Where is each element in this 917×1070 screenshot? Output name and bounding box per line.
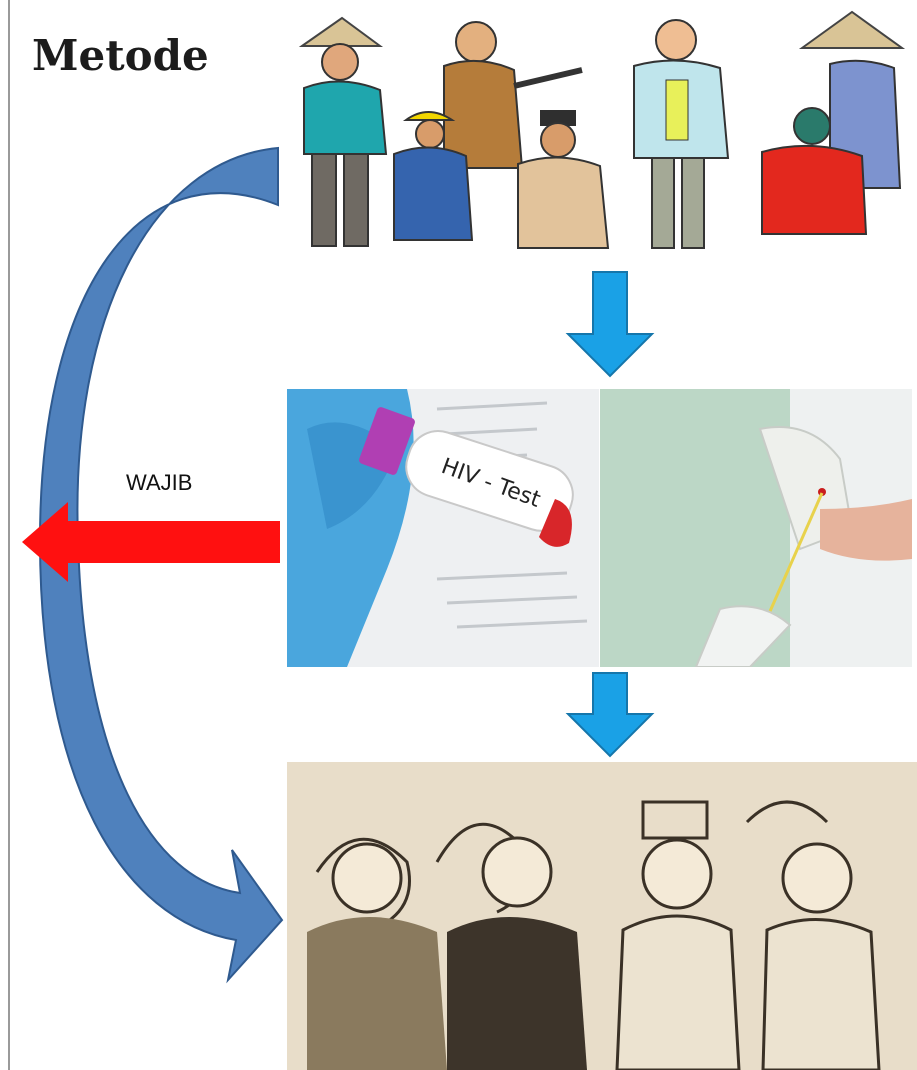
blood-sampling-photo [600, 389, 912, 667]
wedding-illustration [287, 762, 917, 1070]
hiv-test-tube-photo: HIV - Test [287, 389, 599, 667]
slide-title: Metode [32, 31, 209, 80]
curved-flow-arrow [38, 146, 284, 984]
down-arrow-1 [565, 271, 655, 378]
left-divider [8, 0, 10, 1070]
community-group-illustration [282, 8, 912, 260]
mandatory-left-arrow [22, 502, 280, 582]
down-arrow-2 [565, 672, 655, 758]
mandatory-label: WAJIB [126, 470, 193, 495]
